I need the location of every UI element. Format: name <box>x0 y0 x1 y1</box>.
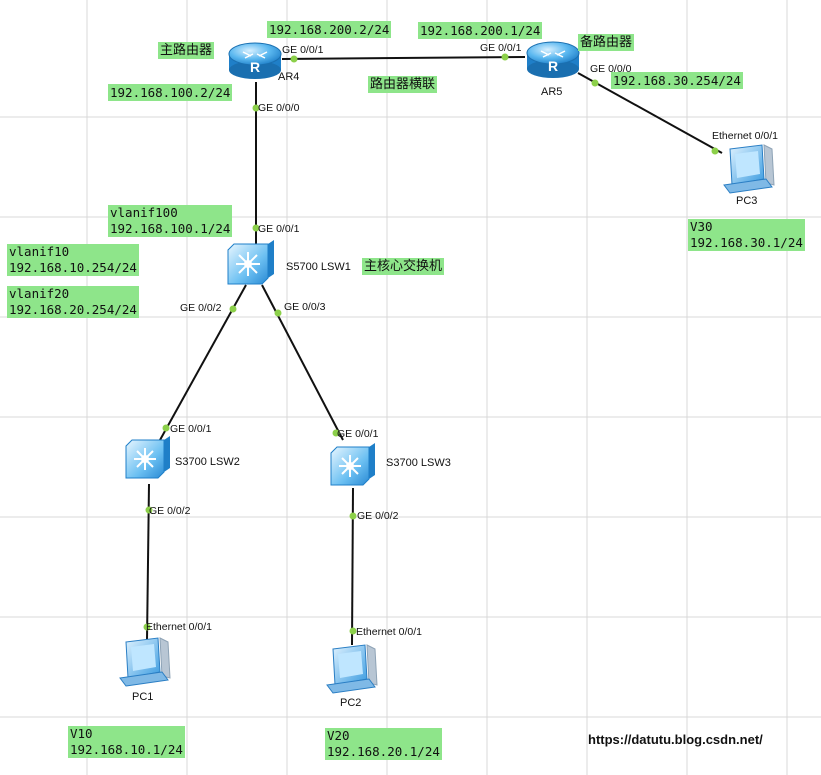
vlanif100-name: vlanif100 <box>110 205 178 220</box>
ar5-ip-200-label: 192.168.200.1/24 <box>418 22 543 39</box>
pc3-vlan-label: V30 192.168.30.1/24 <box>688 219 805 251</box>
ar5-ge001-port: GE 0/0/1 <box>480 42 522 54</box>
vlanif20-name: vlanif20 <box>9 286 70 301</box>
links <box>146 56 723 646</box>
ar5-ip-30-label: 192.168.30.254/24 <box>611 72 743 89</box>
ar4-ip-200-label: 192.168.200.2/24 <box>267 21 392 38</box>
link-ar5-pc3 <box>577 72 723 154</box>
vlanif10-label: vlanif10 192.168.10.254/24 <box>7 244 139 276</box>
ar5-name: AR5 <box>541 86 563 98</box>
lsw1-ge001-port: GE 0/0/1 <box>258 223 300 235</box>
lsw1-role-label: 主核心交换机 <box>362 258 445 275</box>
watermark-url: https://datutu.blog.csdn.net/ <box>588 732 763 747</box>
ar4-ge000-port: GE 0/0/0 <box>258 102 300 114</box>
link-ar4-ar5 <box>281 56 526 60</box>
lsw2-ge002-port: GE 0/0/2 <box>149 505 191 517</box>
lsw1-name: S5700 LSW1 <box>286 261 351 273</box>
pc2-name: PC2 <box>340 697 362 709</box>
pc1-ip: 192.168.10.1/24 <box>70 742 183 757</box>
pc1-eth-port: Ethernet 0/0/1 <box>146 621 212 633</box>
lsw1-ge003-port: GE 0/0/3 <box>284 301 326 313</box>
pc2-ip: 192.168.20.1/24 <box>327 744 440 759</box>
vlanif20-label: vlanif20 192.168.20.254/24 <box>7 286 139 318</box>
pc1-name: PC1 <box>132 691 154 703</box>
link-note-label: 路由器横联 <box>368 76 438 93</box>
lsw3-name: S3700 LSW3 <box>386 457 451 469</box>
pc1-vlan: V10 <box>70 726 93 741</box>
ar5-role-label: 备路由器 <box>578 34 635 51</box>
pc3-name: PC3 <box>736 195 758 207</box>
pc3-eth-port: Ethernet 0/0/1 <box>712 130 778 142</box>
ar4-name: AR4 <box>278 71 300 83</box>
lsw3-ge001-port: GE 0/0/1 <box>337 428 379 440</box>
pc2-vlan: V20 <box>327 728 350 743</box>
pc3-icon[interactable] <box>723 144 775 194</box>
switch-lsw2-icon[interactable] <box>125 436 170 479</box>
link-lsw3-pc2 <box>351 487 354 646</box>
ar4-ge001-port: GE 0/0/1 <box>282 44 324 56</box>
switch-lsw1-icon[interactable] <box>227 240 274 285</box>
pc3-vlan: V30 <box>690 219 713 234</box>
pc2-vlan-label: V20 192.168.20.1/24 <box>325 728 442 760</box>
lsw1-ge002-port: GE 0/0/2 <box>180 302 222 314</box>
vlanif100-label: vlanif100 192.168.100.1/24 <box>108 205 233 237</box>
ar4-role-label: 主路由器 <box>158 42 215 59</box>
lsw3-ge002-port: GE 0/0/2 <box>357 510 399 522</box>
vlanif20-ip: 192.168.20.254/24 <box>9 302 137 317</box>
pc2-eth-port: Ethernet 0/0/1 <box>356 626 422 638</box>
ar4-ip-100-label: 192.168.100.2/24 <box>108 84 233 101</box>
pc1-vlan-label: V10 192.168.10.1/24 <box>68 726 185 758</box>
switch-lsw3-icon[interactable] <box>330 443 375 486</box>
pc1-icon[interactable] <box>119 637 171 687</box>
svg-text:R: R <box>548 58 558 74</box>
vlanif10-ip: 192.168.10.254/24 <box>9 260 137 275</box>
router-ar4-icon[interactable]: R <box>228 42 282 79</box>
vlanif100-ip: 192.168.100.1/24 <box>110 221 231 236</box>
lsw2-name: S3700 LSW2 <box>175 456 240 468</box>
pc2-icon[interactable] <box>326 644 378 694</box>
router-ar5-icon[interactable]: R <box>526 41 580 78</box>
vlanif10-name: vlanif10 <box>9 244 70 259</box>
pc3-ip: 192.168.30.1/24 <box>690 235 803 250</box>
ar5-ge000-port: GE 0/0/0 <box>590 63 632 75</box>
port-dots <box>143 53 719 635</box>
svg-text:R: R <box>250 59 260 75</box>
lsw2-ge001-port: GE 0/0/1 <box>170 423 212 435</box>
